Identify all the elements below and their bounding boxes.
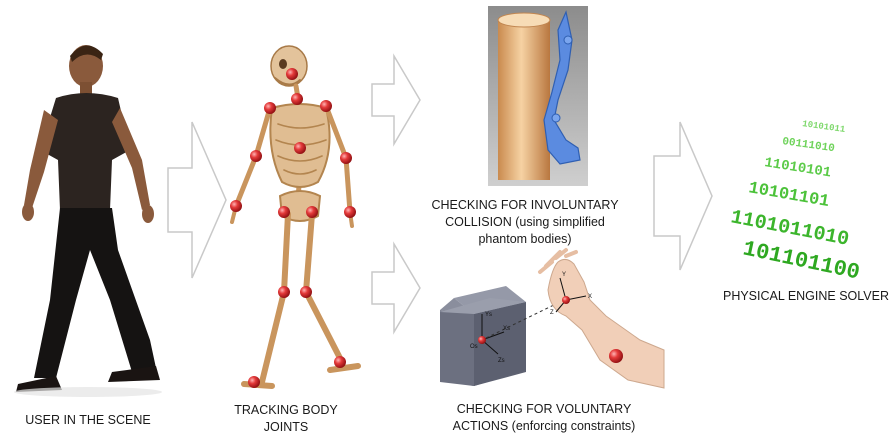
collision-image (488, 6, 588, 186)
label-user: USER IN THE SCENE (25, 413, 151, 427)
joint-marker (230, 200, 242, 212)
label-involuntary-line1: CHECKING FOR INVOLUNTARY (431, 198, 619, 212)
binary-row: 11010101 (763, 155, 832, 181)
axis-label-hand-x: X (588, 294, 592, 300)
label-voluntary-line1: CHECKING FOR VOLUNTARY (457, 402, 632, 416)
joint-marker (278, 206, 290, 218)
axis-label-hand-y: Y (562, 272, 566, 278)
label-solver: PHYSICAL ENGINE SOLVER (723, 289, 889, 303)
axis-label-cube-z: Zs (498, 358, 505, 364)
binary-stream: 10101011 00111010 11010101 10101101 1101… (729, 119, 862, 285)
label-tracking-line2: JOINTS (264, 420, 308, 434)
axis-label-hand-z: Z (550, 310, 554, 316)
voluntary-image (440, 250, 664, 388)
joint-marker (294, 142, 306, 154)
arrow-right-icon (372, 56, 420, 144)
joint-marker (291, 93, 303, 105)
user-figure (14, 45, 162, 397)
joint-marker (344, 206, 356, 218)
joint-marker (250, 150, 262, 162)
joint-marker (334, 356, 346, 368)
binary-row: 00111010 (781, 136, 835, 155)
joint-marker (264, 102, 276, 114)
binary-row: 10101101 (747, 179, 831, 212)
arrow-right-icon (654, 122, 712, 270)
arrow-right-icon (372, 244, 420, 332)
label-involuntary-line3: phantom bodies) (478, 232, 571, 246)
joint-marker (278, 286, 290, 298)
label-involuntary-line2: COLLISION (using simplified (445, 215, 605, 229)
joint-marker (286, 68, 298, 80)
joint-marker (320, 100, 332, 112)
joint-marker (300, 286, 312, 298)
binary-row: 10101011 (802, 119, 847, 135)
axis-label-cube-origin: Os (470, 344, 478, 350)
label-tracking-line1: TRACKING BODY (234, 403, 338, 417)
arrow-right-icon (168, 122, 226, 278)
joint-marker (248, 376, 260, 388)
label-voluntary-line2: ACTIONS (enforcing constraints) (453, 419, 636, 433)
joint-marker (306, 206, 318, 218)
axis-label-cube-x: Xs (503, 326, 510, 332)
axis-label-cube-y: Ys (485, 312, 492, 318)
joint-marker (340, 152, 352, 164)
